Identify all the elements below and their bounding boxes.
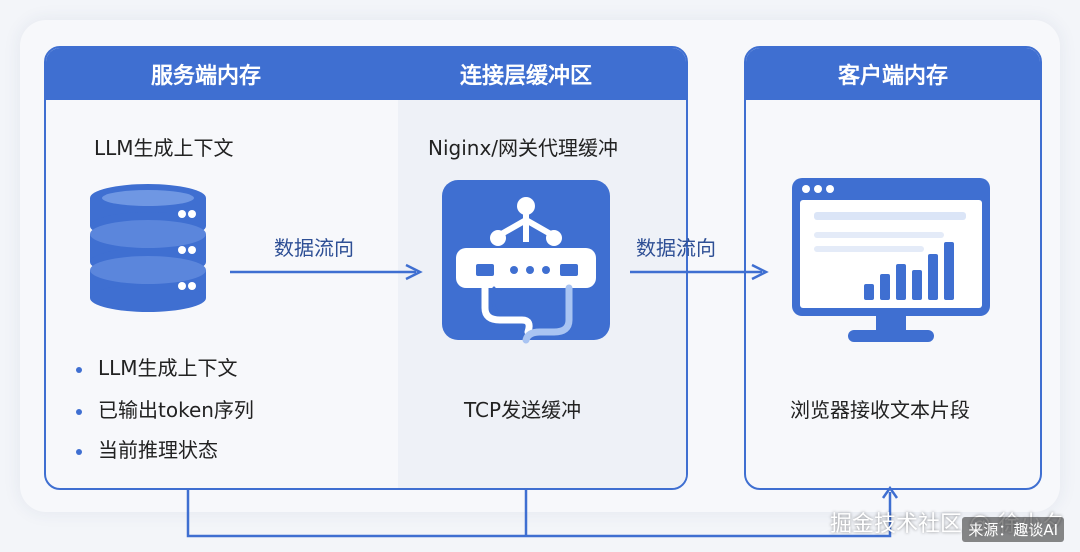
data-flow-label-2: 数据流向: [636, 236, 716, 260]
panel-header-client: 客户端内存: [746, 48, 1040, 100]
data-flow-label-1: 数据流向: [274, 236, 354, 260]
bullet-dot: [76, 448, 82, 455]
server-caption: LLM生成上下文: [94, 136, 234, 160]
client-panel: 客户端内存: [744, 46, 1042, 490]
watermark-tag: 来源：趣谈AI: [962, 517, 1064, 542]
database-icon: [90, 184, 206, 312]
server-memory-title: 服务端内存: [150, 64, 261, 89]
panel-header: 服务端内存 连接层缓冲区: [46, 48, 686, 100]
data-flow-arrow-1: [230, 263, 423, 281]
bullet-dot: [76, 408, 82, 415]
network-router-icon: [442, 180, 610, 344]
feedback-loop-connector: [186, 485, 899, 538]
bullet-dot: [76, 366, 82, 373]
client-memory-title: 客户端内存: [837, 64, 948, 89]
connection-bottom-caption: TCP发送缓冲: [464, 398, 582, 422]
monitor-chart-icon: [792, 178, 990, 342]
connection-caption: Niginx/网关代理缓冲: [428, 136, 619, 160]
server-bullet-2: 已输出token序列: [76, 394, 254, 423]
connection-buffer-title: 连接层缓冲区: [459, 64, 592, 89]
server-bullet-1: LLM生成上下文: [76, 352, 238, 381]
client-caption: 浏览器接收文本片段: [790, 398, 970, 422]
data-flow-arrow-2: [630, 263, 769, 281]
server-bullet-3: 当前推理状态: [76, 434, 218, 463]
